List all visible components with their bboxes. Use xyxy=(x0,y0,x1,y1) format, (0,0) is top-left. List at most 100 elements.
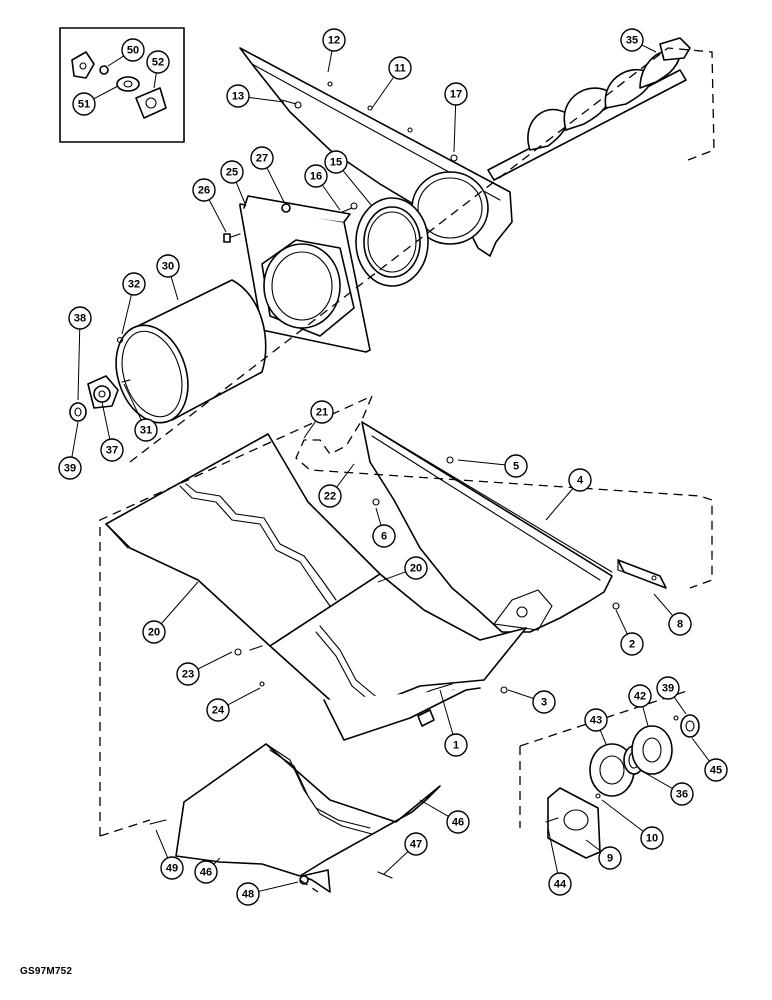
upper-group-boundary xyxy=(129,47,715,463)
callout-number: 48 xyxy=(242,889,254,901)
callout-number: 15 xyxy=(330,157,342,169)
callout-number: 6 xyxy=(381,531,387,543)
callout-46: 46 xyxy=(446,810,470,834)
callout-26: 26 xyxy=(192,178,216,202)
callout-10: 10 xyxy=(640,826,664,850)
callout-number: 10 xyxy=(646,833,658,845)
callout-20: 20 xyxy=(404,556,428,580)
callout-49: 49 xyxy=(160,856,184,880)
callout-22: 22 xyxy=(318,484,342,508)
hardware-upper xyxy=(223,99,458,243)
callout-number: 22 xyxy=(324,491,336,503)
leader-line xyxy=(170,276,179,301)
callout-circle xyxy=(220,160,244,184)
leader-line xyxy=(419,799,449,817)
leader-line xyxy=(321,184,341,211)
leader-line xyxy=(77,328,81,401)
callout-circle xyxy=(206,698,230,722)
tube xyxy=(115,279,267,424)
callout-circle xyxy=(122,272,146,296)
leader-line xyxy=(266,167,285,203)
callout-circle xyxy=(388,56,412,80)
leader-line xyxy=(327,50,333,73)
callout-number: 39 xyxy=(64,463,76,475)
callout-48: 48 xyxy=(236,882,260,906)
leader-line xyxy=(71,421,79,458)
leader-line xyxy=(371,76,395,109)
leader-line xyxy=(507,689,534,699)
leader-line xyxy=(642,706,649,727)
callout-circle xyxy=(192,178,216,202)
callout-circle xyxy=(628,684,652,708)
callout-35: 35 xyxy=(620,28,644,52)
callout-number: 2 xyxy=(629,639,635,651)
leader-line xyxy=(101,401,111,440)
leader-line xyxy=(213,857,221,865)
callout-circle xyxy=(404,832,428,856)
callout-42: 42 xyxy=(628,684,652,708)
callout-1: 1 xyxy=(444,733,468,757)
leader-line xyxy=(673,696,687,715)
callout-number: 43 xyxy=(590,715,602,727)
leader-line xyxy=(615,609,628,635)
callout-number: 17 xyxy=(450,89,462,101)
callout-circle xyxy=(142,620,166,644)
callout-circle xyxy=(322,28,346,52)
callout-number: 12 xyxy=(328,35,340,47)
callout-number: 52 xyxy=(152,57,164,69)
leader-line xyxy=(547,827,559,874)
leader-line xyxy=(107,55,125,67)
callout-number: 24 xyxy=(212,705,225,717)
leader-line xyxy=(653,593,674,617)
callout-21: 21 xyxy=(310,400,334,424)
callout-circle xyxy=(620,28,644,52)
callout-number: 20 xyxy=(148,627,160,639)
callout-number: 23 xyxy=(182,669,194,681)
callout-circle xyxy=(656,676,680,700)
leader-line xyxy=(691,737,710,762)
callout-circle xyxy=(194,860,218,884)
callout-circle xyxy=(68,306,92,330)
callout-circle xyxy=(670,782,694,806)
leader-line xyxy=(585,839,602,852)
callout-number: 30 xyxy=(162,261,174,273)
callout-45: 45 xyxy=(704,758,728,782)
leader-line xyxy=(258,881,299,892)
auger-trough-plate xyxy=(239,47,513,257)
callout-circle xyxy=(640,826,664,850)
callout-number: 3 xyxy=(541,697,547,709)
leader-line xyxy=(641,44,657,53)
callout-39: 39 xyxy=(58,456,82,480)
chute-side-panel xyxy=(361,421,613,633)
leader-line xyxy=(235,181,247,207)
callout-16: 16 xyxy=(304,164,328,188)
callout-number: 27 xyxy=(256,153,268,165)
callout-number: 39 xyxy=(662,683,674,695)
leader-line xyxy=(155,829,169,859)
leader-lines xyxy=(71,44,710,892)
callout-52: 52 xyxy=(146,50,170,74)
callout-circle xyxy=(504,454,528,478)
callout-15: 15 xyxy=(324,150,348,174)
callout-47: 47 xyxy=(404,832,428,856)
callout-46: 46 xyxy=(194,860,218,884)
callout-circle xyxy=(160,856,184,880)
callout-3: 3 xyxy=(532,690,556,714)
leader-line xyxy=(601,799,644,832)
callout-circle xyxy=(226,84,250,108)
bearing-flange xyxy=(69,336,131,422)
callout-27: 27 xyxy=(250,146,274,170)
leader-line xyxy=(599,729,607,745)
leader-line xyxy=(336,463,355,488)
callout-2: 2 xyxy=(620,632,644,656)
callout-circle xyxy=(620,632,644,656)
callout-38: 38 xyxy=(68,306,92,330)
leader-line xyxy=(197,651,233,670)
leader-line xyxy=(639,769,673,789)
callout-25: 25 xyxy=(220,160,244,184)
leader-line xyxy=(383,851,409,875)
callout-circle xyxy=(584,708,608,732)
callout-number: 8 xyxy=(677,619,683,631)
callout-number: 4 xyxy=(577,475,584,487)
